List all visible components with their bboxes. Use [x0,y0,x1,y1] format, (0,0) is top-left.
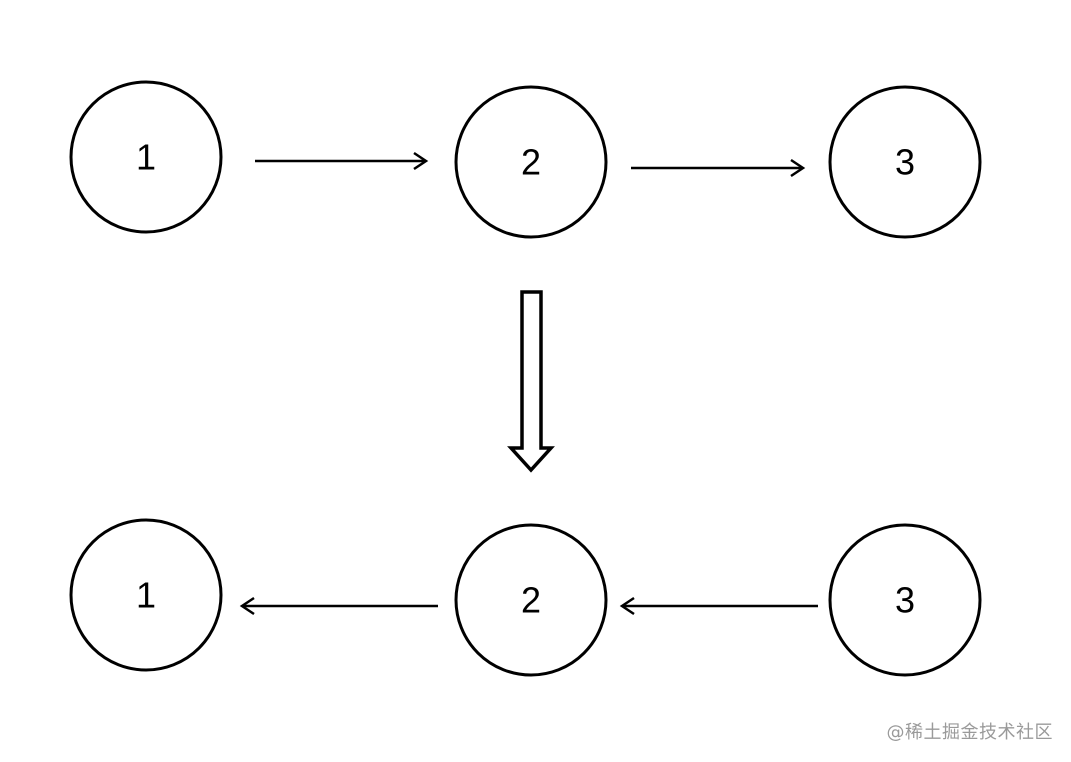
node-circle [454,85,608,239]
top-node-1: 1 [69,80,223,234]
bottom-row: 1 2 3 [69,518,982,677]
node-label: 1 [136,575,156,616]
bottom-node-2: 2 [454,523,608,677]
bottom-node-3: 3 [828,523,982,677]
node-label: 3 [895,580,915,621]
transition-down-arrow-icon [507,290,555,473]
node-label: 3 [895,142,915,183]
node-label: 2 [521,580,541,621]
node-circle [69,518,223,672]
top-node-3: 3 [828,85,982,239]
bottom-node-1: 1 [69,518,223,672]
arrowhead-right-icon [790,158,806,178]
top-edge-2-to-3 [631,158,806,178]
top-row: 1 2 3 [69,80,982,239]
node-circle [828,85,982,239]
node-label: 1 [136,137,156,178]
bottom-edge-2-to-1 [239,596,438,616]
hollow-down-arrow-shape [507,290,555,473]
node-circle [828,523,982,677]
top-node-2: 2 [454,85,608,239]
arrowhead-left-icon [619,596,635,616]
node-label: 2 [521,142,541,183]
arrowhead-left-icon [239,596,255,616]
top-edge-1-to-2 [255,151,429,171]
node-circle [454,523,608,677]
arrowhead-right-icon [413,151,429,171]
node-circle [69,80,223,234]
bottom-edge-3-to-2 [619,596,818,616]
watermark: @稀土掘金技术社区 [886,722,1053,743]
